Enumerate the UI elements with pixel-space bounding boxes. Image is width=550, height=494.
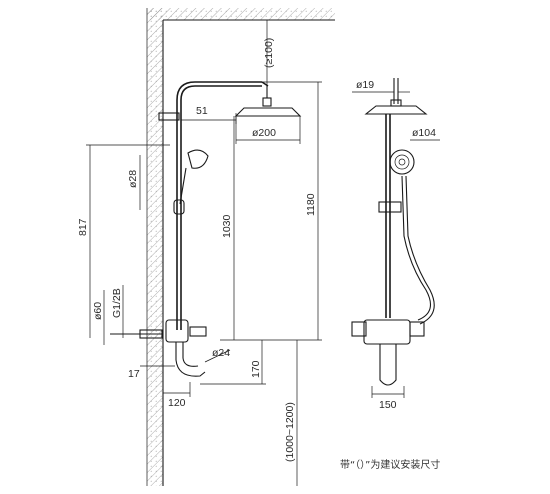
dim-overall-height: 1180 (305, 193, 317, 216)
dim-inlet-thread: G1/2B (111, 288, 123, 318)
dim-spout-reach: 120 (168, 397, 186, 409)
dim-1030: 1030 (221, 214, 233, 238)
dim-pipe-diameter: ø19 (356, 79, 374, 91)
dim-head-diameter-front: ø104 (412, 127, 436, 139)
dim-rail-height: 817 (77, 218, 89, 236)
dim-inlet-diameter: ø60 (92, 302, 104, 320)
side-dimension-lines (86, 19, 322, 486)
dim-spout-height: 170 (250, 360, 262, 378)
dim-spout-diameter: ø24 (212, 347, 230, 359)
dim-centre-distance: 150 (379, 399, 397, 411)
dim-min-clearance: (≥100) (263, 38, 275, 68)
dim-handset-diameter: ø28 (127, 170, 139, 188)
install-note: 带“（）”为建议安装尺寸 (340, 460, 441, 471)
front-view-column (351, 78, 435, 386)
dim-install-height: (1000~1200) (284, 402, 296, 462)
dimension-labels: (≥100) 51 ø200 ø28 817 1030 1180 ø60 G1/… (77, 38, 436, 462)
wall (146, 8, 335, 486)
front-dimension-lines (352, 91, 440, 398)
dim-head-diameter: ø200 (252, 127, 276, 139)
dim-valve-depth: 17 (128, 368, 140, 380)
dim-arm-offset: 51 (196, 105, 208, 117)
